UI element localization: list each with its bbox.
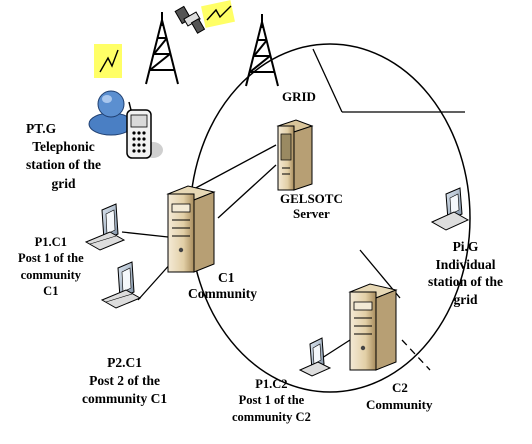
- telephonic-station-line3: station of the: [26, 157, 101, 173]
- pig-line3: station of the: [428, 274, 503, 290]
- p2c1-id: P2.C1: [107, 355, 142, 370]
- pig-id: Pi.G: [452, 239, 479, 254]
- p2c1-line2: Post 2 of the: [89, 373, 160, 389]
- computer-icon: [298, 337, 332, 377]
- c2-id: C2: [392, 380, 408, 395]
- c2-server-icon: [348, 283, 398, 371]
- telephonic-station-id: PT.G: [26, 121, 57, 136]
- pig-line4: grid: [453, 291, 478, 307]
- pig-label: Pi.G Individual station of the grid: [428, 238, 503, 308]
- p2c1-line3: community C1: [82, 391, 168, 407]
- c1-type: Community: [188, 286, 258, 302]
- computer-icon: [430, 187, 470, 231]
- telephonic-station-line2: Telephonic: [32, 139, 95, 155]
- p1c1-line3: community: [20, 267, 82, 282]
- mobile-phone-icon: [126, 101, 163, 159]
- p1c1-label: P1.C1 Post 1 of the community C1: [18, 234, 84, 299]
- gelsotc-server-label: GELSOTC Server: [280, 191, 343, 222]
- telephonic-station-label: PT.G Telephonic station of the grid: [26, 120, 101, 193]
- lightning-icon: [94, 44, 122, 78]
- gelsotc-server-icon: [276, 119, 314, 191]
- computer-icon: [84, 203, 126, 251]
- c1-community-label: C1 Community: [188, 270, 257, 302]
- antenna-tower-icon: [245, 14, 279, 87]
- antenna-tower-icon: [145, 12, 179, 85]
- p1c1-id: P1.C1: [34, 235, 67, 249]
- p1c2-line3: community C2: [232, 409, 311, 424]
- gelsotc-server-type: Server: [293, 205, 330, 221]
- grid-label: GRID: [282, 89, 316, 104]
- connection-lines: [121, 164, 431, 371]
- p1c2-id: P1.C2: [255, 377, 288, 391]
- satellite-icon: [174, 5, 206, 34]
- p1c1-line2: Post 1 of the: [18, 251, 84, 266]
- p1c1-line4: C1: [43, 283, 59, 298]
- c1-id: C1: [218, 270, 235, 285]
- p2c1-label: P2.C1 Post 2 of the community C1: [82, 354, 167, 409]
- pig-line2: Individual: [435, 256, 496, 272]
- p1c2-line2: Post 1 of the: [238, 393, 305, 408]
- lightning-icon: [201, 0, 235, 28]
- c1-server-icon: [166, 185, 216, 273]
- c2-type: Community: [366, 396, 433, 412]
- person-icon: [88, 90, 134, 136]
- p1c2-label: P1.C2 Post 1 of the community C2: [232, 376, 311, 425]
- c2-community-label: C2 Community: [366, 380, 432, 414]
- computer-icon: [100, 261, 142, 309]
- gelsotc-server-name: GELSOTC: [280, 191, 343, 206]
- telephonic-station-line4: grid: [51, 175, 76, 191]
